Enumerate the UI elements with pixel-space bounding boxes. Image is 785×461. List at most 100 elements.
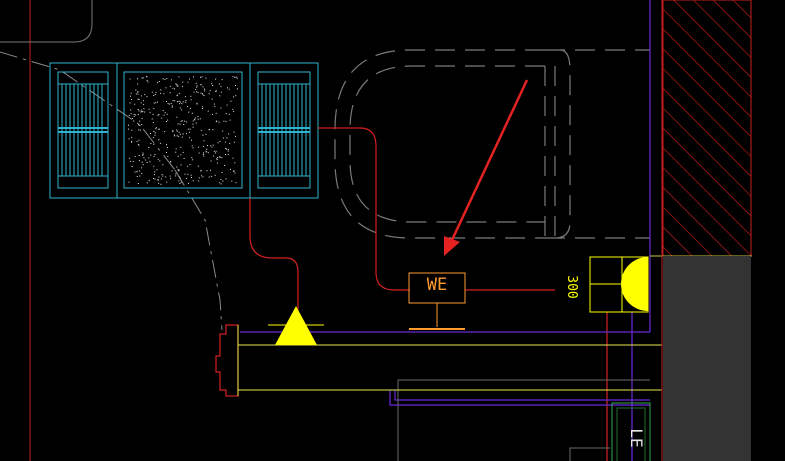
speckle-dot bbox=[136, 141, 138, 143]
top-left-outline bbox=[0, 0, 93, 43]
speckle-dot bbox=[164, 79, 166, 80]
speckle-dot bbox=[153, 165, 155, 167]
speckle-dot bbox=[166, 181, 168, 183]
speckle-dot bbox=[236, 77, 238, 79]
speckle-dot bbox=[192, 126, 194, 128]
speckle-dot bbox=[151, 118, 153, 120]
speckle-dot bbox=[195, 117, 197, 119]
speckle-dot bbox=[134, 171, 136, 173]
red-leader-arrow-icon bbox=[444, 79, 529, 256]
speckle-dot bbox=[191, 139, 192, 141]
speckle-dot bbox=[222, 180, 224, 182]
speckle-dot bbox=[198, 152, 200, 154]
speckle-dot bbox=[154, 154, 156, 155]
speckle-dot bbox=[198, 180, 200, 182]
equipment-tag-label: WE bbox=[427, 275, 447, 295]
speckle-dot bbox=[202, 176, 204, 178]
speckle-dot bbox=[153, 108, 155, 109]
speckle-dot bbox=[160, 92, 162, 94]
speckle-dot bbox=[146, 96, 148, 98]
speckle-dot bbox=[141, 109, 143, 111]
speckle-dot bbox=[143, 100, 144, 102]
speckle-dot bbox=[196, 91, 198, 93]
speckle-dot bbox=[197, 116, 199, 117]
speckle-dot bbox=[164, 112, 166, 114]
speckle-dot bbox=[203, 152, 204, 154]
speckle-dot bbox=[219, 95, 221, 97]
speckle-dot bbox=[135, 89, 137, 91]
speckle-dot bbox=[162, 175, 164, 177]
speckle-dot bbox=[139, 120, 141, 122]
speckle-dot bbox=[208, 176, 210, 178]
speckle-dot bbox=[207, 110, 209, 112]
dimension-label: 300 bbox=[564, 275, 579, 298]
yellow-triangle-icon bbox=[268, 306, 324, 345]
speckle-dot bbox=[179, 183, 181, 184]
speckle-dot bbox=[171, 170, 173, 172]
speckle-dot bbox=[154, 171, 156, 173]
speckle-dot bbox=[159, 142, 161, 144]
speckle-dot bbox=[177, 123, 179, 125]
speckle-dot bbox=[166, 152, 167, 153]
gray-center-lines bbox=[0, 51, 223, 331]
speckle-dot bbox=[206, 145, 208, 146]
speckle-dot bbox=[195, 122, 197, 124]
speckle-dot bbox=[214, 152, 216, 154]
speckle-dot bbox=[139, 129, 141, 131]
speckle-dot bbox=[135, 93, 137, 95]
speckle-dot bbox=[181, 120, 183, 122]
speckle-dot bbox=[138, 155, 140, 156]
speckle-dot bbox=[180, 164, 182, 166]
speckle-dot bbox=[212, 85, 214, 86]
speckle-dot bbox=[217, 142, 219, 144]
speckle-dot bbox=[167, 103, 169, 105]
speckle-dot bbox=[225, 113, 227, 115]
speckle-dot bbox=[177, 169, 179, 171]
speckle-dot bbox=[150, 133, 151, 134]
speckle-dot bbox=[208, 93, 210, 95]
speckle-dot bbox=[166, 78, 168, 79]
speckle-dot bbox=[186, 121, 188, 123]
speckle-dot bbox=[172, 131, 174, 133]
speckle-dot bbox=[197, 165, 199, 167]
speckle-dot bbox=[187, 165, 189, 167]
speckle-dot bbox=[192, 147, 194, 149]
yellow-device-symbol bbox=[589, 256, 649, 313]
speckle-dot bbox=[182, 101, 184, 103]
speckle-dot bbox=[167, 155, 169, 157]
speckle-dot bbox=[128, 124, 129, 126]
gray-wall-fill bbox=[663, 256, 751, 461]
speckle-dot bbox=[167, 119, 169, 121]
speckle-dot bbox=[142, 154, 143, 156]
purple-lines bbox=[240, 0, 651, 461]
speckle-dot bbox=[131, 166, 133, 167]
speckle-dot bbox=[210, 175, 212, 177]
speckle-dot bbox=[196, 102, 198, 104]
speckle-dot bbox=[202, 94, 204, 96]
speckle-dot bbox=[211, 83, 213, 85]
speckle-dot bbox=[158, 139, 160, 141]
speckle-dot bbox=[142, 77, 144, 79]
speckle-dot bbox=[170, 178, 172, 180]
speckle-dot bbox=[227, 153, 229, 155]
speckle-dot bbox=[224, 141, 226, 143]
speckle-dot bbox=[233, 170, 235, 172]
speckle-dot bbox=[171, 105, 173, 107]
speckle-dot bbox=[201, 106, 203, 108]
speckle-dot bbox=[175, 175, 177, 177]
speckle-dot bbox=[152, 137, 154, 139]
speckle-dot bbox=[218, 156, 220, 158]
speckle-dot bbox=[163, 93, 165, 95]
speckle-dot bbox=[154, 132, 156, 134]
speckle-dot bbox=[197, 91, 199, 93]
speckle-dot bbox=[195, 88, 197, 90]
speckle-dot bbox=[220, 183, 222, 185]
speckle-dot bbox=[134, 156, 136, 158]
speckle-dot bbox=[170, 79, 172, 81]
speckle-dot bbox=[140, 95, 142, 97]
speckle-dot bbox=[232, 157, 234, 159]
speckle-dot bbox=[137, 78, 138, 80]
dashed-duct-loop bbox=[334, 49, 650, 239]
speckle-dot bbox=[221, 79, 223, 81]
